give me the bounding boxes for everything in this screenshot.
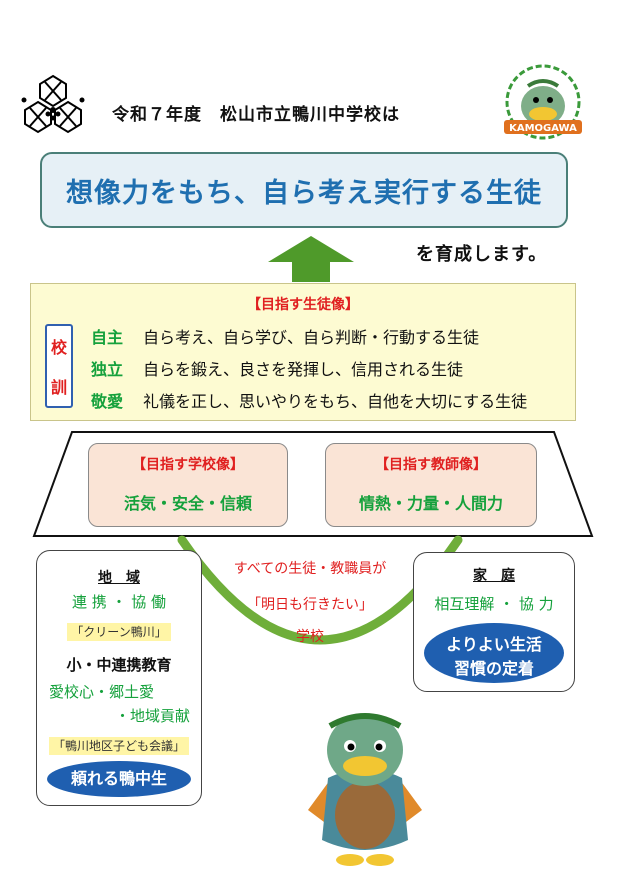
center-line2: 「明日も行きたい」 — [247, 597, 373, 613]
student-image-heading: 【目指す生徒像】 — [247, 297, 359, 313]
teacher-image-body: 情熱・力量・人間力 — [358, 494, 503, 513]
community-title: 地 域 — [98, 570, 140, 586]
center-line1: すべての生徒・教職員が — [233, 561, 387, 577]
children-council-tag: 「鴨川地区子ども会議」 — [48, 737, 189, 755]
community-body: 連 携 ・ 協 働 — [71, 593, 167, 611]
kokun-box: 校 訓 — [45, 324, 73, 408]
clean-kamogawa-tag: 「クリーン鴨川」 — [67, 623, 171, 641]
community-line2: ・地域貢献 — [115, 707, 191, 725]
motto-key: 自主 — [91, 328, 124, 347]
motto-row: 敬愛礼儀を正し、思いやりをもち、自他を大切にする生徒 — [91, 388, 527, 412]
motto-desc: 自らを鍛え、良さを発揮し、信用される生徒 — [143, 360, 464, 379]
community-line1: 愛校心・郷土愛 — [49, 683, 155, 701]
reliable-student-oval: 頼れる鴨中生 — [47, 761, 191, 797]
motto-desc: 自ら考え、自ら学び、自ら判断・行動する生徒 — [143, 328, 480, 347]
community-box: 地 域 連 携 ・ 協 働 「クリーン鴨川」 小・中連携教育 愛校心・郷土愛 ・… — [36, 550, 202, 806]
habit-oval: よりよい生活 習慣の定着 — [424, 623, 564, 683]
community-tag2-wrap: 「鴨川地区子ども会議」 — [37, 735, 201, 755]
center-line3: 学校 — [296, 629, 324, 645]
habit-oval-line1: よりよい生活 — [446, 635, 542, 654]
motto-key: 敬愛 — [91, 392, 124, 411]
header-title: 令和７年度 松山市立鴨川中学校は — [112, 105, 400, 125]
motto-desc: 礼儀を正し、思いやりをもち、自他を大切にする生徒 — [143, 392, 528, 411]
motto-key: 独立 — [91, 360, 124, 379]
school-crest-icon — [21, 74, 85, 134]
teacher-image-heading: 【目指す教師像】 — [375, 457, 487, 473]
goal-box: 想像力をもち、自ら考え実行する生徒 — [40, 152, 568, 228]
school-image-body: 活気・安全・信頼 — [123, 494, 252, 513]
home-box: 家 庭 相互理解 ・ 協 力 よりよい生活 習慣の定着 — [413, 552, 575, 692]
school-image-box: 【目指す学校像】 活気・安全・信頼 — [88, 443, 288, 527]
student-image-box: 【目指す生徒像】 校 訓 自主自ら考え、自ら学び、自ら判断・行動する生徒 独立自… — [30, 283, 576, 421]
motto-row: 独立自らを鍛え、良さを発揮し、信用される生徒 — [91, 356, 463, 380]
kamogawa-mascot-logo: KAMOGAWA — [504, 64, 582, 140]
ikusei-text: を育成します。 — [416, 244, 548, 265]
habit-oval-line2: 習慣の定着 — [453, 659, 534, 678]
community-subtitle: 小・中連携教育 — [66, 656, 172, 674]
kokun-char-2: 訓 — [50, 378, 67, 397]
goal-text: 想像力をもち、自ら考え実行する生徒 — [66, 177, 542, 209]
school-image-heading: 【目指す学校像】 — [132, 457, 244, 473]
kokun-char-1: 校 — [50, 338, 67, 357]
kamogawa-mascot-character — [308, 713, 422, 866]
up-arrow-icon — [268, 236, 354, 282]
motto-row: 自主自ら考え、自ら学び、自ら判断・行動する生徒 — [91, 324, 479, 348]
home-body: 相互理解 ・ 協 力 — [434, 595, 554, 613]
home-title: 家 庭 — [473, 568, 515, 584]
community-tag-wrap: 「クリーン鴨川」 — [37, 621, 201, 641]
mascot-badge-text: KAMOGAWA — [509, 123, 577, 134]
teacher-image-box: 【目指す教師像】 情熱・力量・人間力 — [325, 443, 537, 527]
